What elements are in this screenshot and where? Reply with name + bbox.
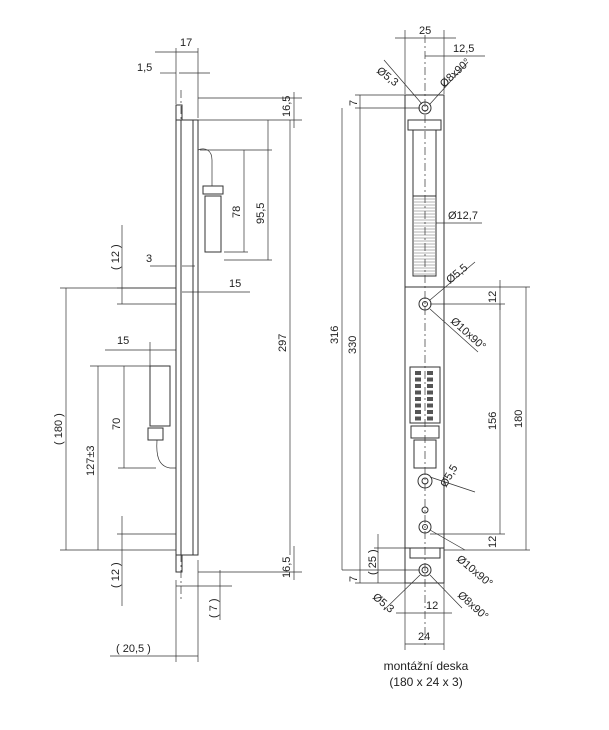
- dim-12-bot: 12: [487, 536, 499, 548]
- connector-pin: [427, 397, 433, 401]
- dim-15-b: 15: [117, 335, 129, 347]
- connector-pin: [427, 403, 433, 408]
- dim-70: 70: [111, 418, 123, 430]
- dim-156: 156: [487, 412, 499, 430]
- dim-16-5-bot: 16,5: [281, 557, 293, 578]
- dim-d10x90-bot: Ø10x90°: [454, 553, 495, 590]
- connector-pin: [415, 371, 421, 375]
- connector-pin: [427, 416, 433, 421]
- front-view: 25 12,5 Ø5,3 Ø8x90° 330 316 7 7 Ø12,7 Ø5…: [329, 25, 530, 689]
- dim-16-5-top: 16,5: [281, 96, 293, 117]
- dim-25-paren: ( 25 ): [367, 549, 379, 575]
- connector-pin: [415, 377, 421, 382]
- dim-24: 24: [418, 631, 430, 643]
- dim-316: 316: [329, 326, 341, 344]
- dim-12-paren-top: ( 12 ): [110, 244, 122, 270]
- profile-body: [175, 119, 199, 556]
- lock-cylinder: [412, 195, 437, 277]
- dim-d5-3-top: Ø5,3: [374, 65, 400, 89]
- dim-d10x90-top: Ø10x90°: [448, 315, 488, 353]
- dim-7-paren: ( 7 ): [208, 598, 220, 618]
- dim-d5-3-bot: Ø5,3: [370, 591, 396, 616]
- dim-127: 127±3: [85, 445, 97, 476]
- caption-line-2: (180 x 24 x 3): [389, 675, 462, 689]
- dim-12-bottom: 12: [426, 600, 438, 612]
- dim-7-bot: 7: [348, 576, 360, 582]
- connector-pin: [415, 416, 421, 421]
- connector-pin: [427, 384, 433, 388]
- dim-12-top: 12: [487, 291, 499, 303]
- connector-pin: [415, 384, 421, 388]
- dim-d8x90-top: Ø8x90°: [438, 56, 473, 90]
- dim-17: 17: [180, 37, 192, 49]
- dim-7-top: 7: [348, 100, 360, 106]
- side-view: 17 1,5 16,5 95,5 78 297 ( 12 ) 3 15 15: [53, 37, 302, 662]
- caption-line-1: montážní deska: [384, 659, 469, 673]
- dim-d5-5-top: Ø5,5: [444, 262, 470, 287]
- dim-d12-7: Ø12,7: [448, 210, 478, 222]
- connector-pin: [415, 410, 421, 414]
- connector-pin: [415, 390, 421, 395]
- dim-180-paren: ( 180 ): [53, 413, 65, 445]
- connector-pin: [427, 410, 433, 414]
- dim-78: 78: [231, 206, 243, 218]
- connector-pin: [427, 371, 433, 375]
- dim-15-a: 15: [229, 278, 241, 290]
- connector-pin: [427, 377, 433, 382]
- dim-180: 180: [513, 410, 525, 428]
- dim-3: 3: [146, 253, 152, 265]
- dim-d5-5-bot: Ø5,5: [438, 463, 460, 490]
- dim-12-paren-bot: ( 12 ): [110, 562, 122, 588]
- connector-pin: [415, 403, 421, 408]
- dim-12-5: 12,5: [453, 43, 474, 55]
- connector-pin: [427, 390, 433, 395]
- dim-20-5-paren: ( 20,5 ): [116, 643, 151, 655]
- dim-330: 330: [347, 336, 359, 354]
- connector-pin: [415, 397, 421, 401]
- front-plate: [404, 94, 445, 584]
- dim-95-5: 95,5: [255, 203, 267, 224]
- dim-25: 25: [419, 25, 431, 37]
- dim-1-5: 1,5: [137, 62, 152, 74]
- dim-297: 297: [277, 334, 289, 352]
